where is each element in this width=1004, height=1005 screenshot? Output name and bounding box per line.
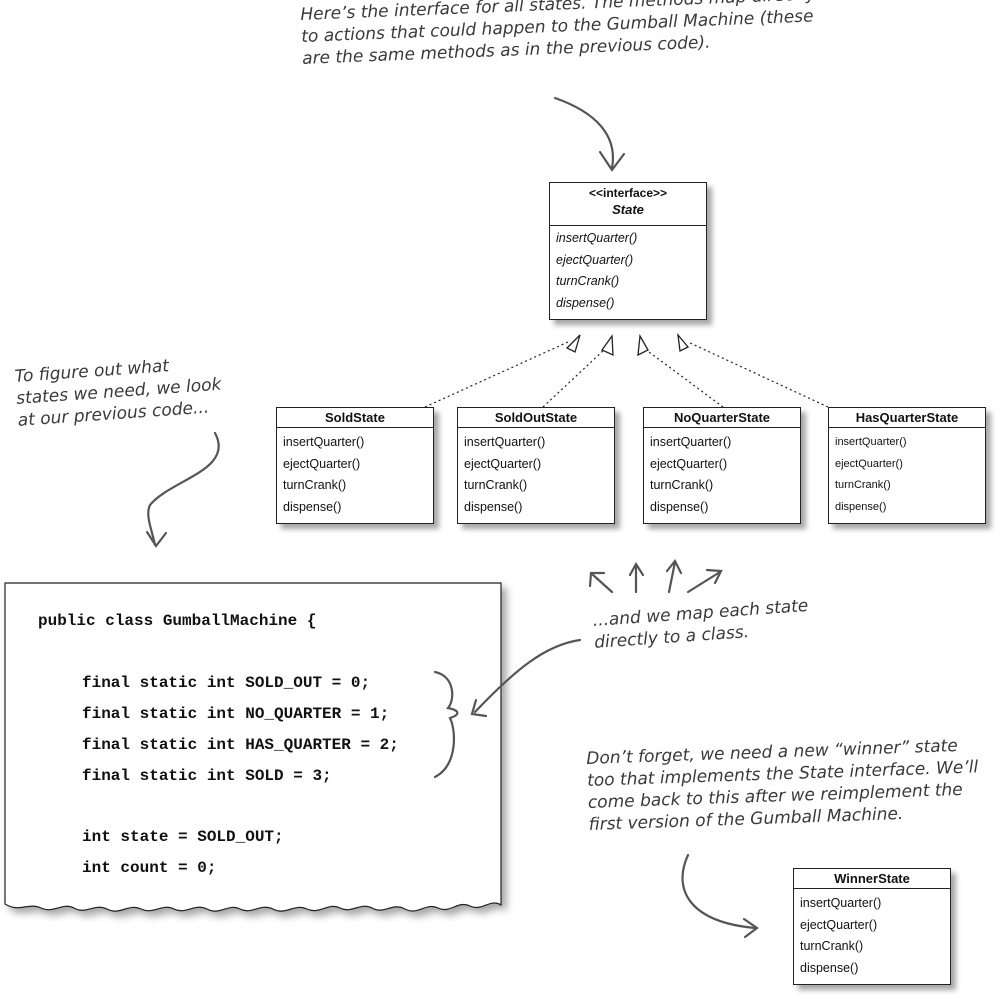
- class-method: insertQuarter(): [800, 896, 882, 910]
- class-method: insertQuarter(): [464, 435, 546, 449]
- annotation-arrows: [145, 96, 759, 939]
- class-method: dispense(): [464, 499, 523, 514]
- interface-name: State: [612, 202, 644, 217]
- class-method: turnCrank(): [800, 939, 864, 953]
- class-name: SoldState: [277, 408, 433, 428]
- class-method: insertQuarter(): [283, 435, 365, 449]
- class-box-soldoutstate: SoldOutState insertQuarter() ejectQuarte…: [457, 407, 615, 524]
- code-line-class-decl: public class GumballMachine {: [38, 612, 317, 630]
- code-line-state: int state = SOLD_OUT;: [82, 828, 284, 846]
- class-methods: insertQuarter() ejectQuarter() turnCrank…: [277, 428, 433, 524]
- winner-note: Don’t forget, we need a new “winner” sta…: [586, 736, 979, 835]
- class-method: dispense(): [835, 500, 887, 513]
- class-name: SoldOutState: [458, 408, 614, 428]
- class-method: ejectQuarter(): [283, 456, 361, 471]
- class-name: HasQuarterState: [829, 408, 985, 428]
- class-method: insertQuarter(): [835, 436, 907, 448]
- class-method: turnCrank(): [283, 478, 347, 492]
- class-box-winnerstate: WinnerState insertQuarter() ejectQuarter…: [793, 868, 951, 985]
- class-method: ejectQuarter(): [464, 456, 542, 471]
- interface-method: insertQuarter(): [556, 231, 638, 245]
- code-line-sold: final static int SOLD = 3;: [82, 767, 332, 785]
- class-method: ejectQuarter(): [650, 456, 728, 471]
- code-line-has-quarter: final static int HAS_QUARTER = 2;: [82, 736, 399, 754]
- class-method: dispense(): [283, 499, 342, 514]
- code-line-no-quarter: final static int NO_QUARTER = 1;: [82, 705, 390, 723]
- state-interface-box: <<interface>> State insertQuarter() ejec…: [549, 182, 707, 320]
- interface-method: turnCrank(): [556, 274, 620, 288]
- class-method: turnCrank(): [650, 478, 714, 492]
- interface-stereotype: <<interface>>: [588, 186, 668, 200]
- class-methods: insertQuarter() ejectQuarter() turnCrank…: [829, 428, 985, 524]
- class-box-hasquarterstate: HasQuarterState insertQuarter() ejectQua…: [828, 407, 986, 524]
- code-line-sold-out: final static int SOLD_OUT = 0;: [82, 674, 371, 692]
- realization-lines: [424, 341, 829, 408]
- class-methods: insertQuarter() ejectQuarter() turnCrank…: [794, 889, 950, 985]
- class-method: insertQuarter(): [650, 435, 732, 449]
- class-methods: insertQuarter() ejectQuarter() turnCrank…: [644, 428, 800, 524]
- interface-methods: insertQuarter() ejectQuarter() turnCrank…: [550, 226, 706, 316]
- class-method: ejectQuarter(): [800, 917, 878, 932]
- class-name: NoQuarterState: [644, 408, 800, 428]
- class-methods: insertQuarter() ejectQuarter() turnCrank…: [458, 428, 614, 524]
- code-paper-shape: [4, 582, 502, 912]
- class-method: turnCrank(): [835, 479, 891, 491]
- interface-header: <<interface>> State: [550, 183, 706, 226]
- class-method: dispense(): [650, 499, 709, 514]
- class-method: ejectQuarter(): [835, 457, 903, 470]
- class-name: WinnerState: [794, 869, 950, 889]
- interface-method: dispense(): [556, 295, 615, 310]
- class-method: dispense(): [800, 960, 859, 975]
- interface-method: ejectQuarter(): [556, 252, 634, 267]
- class-box-soldstate: SoldState insertQuarter() ejectQuarter()…: [276, 407, 434, 524]
- realization-arrowheads: [565, 332, 690, 357]
- class-box-noquarterstate: NoQuarterState insertQuarter() ejectQuar…: [643, 407, 801, 524]
- code-line-count: int count = 0;: [82, 859, 217, 877]
- class-method: turnCrank(): [464, 478, 528, 492]
